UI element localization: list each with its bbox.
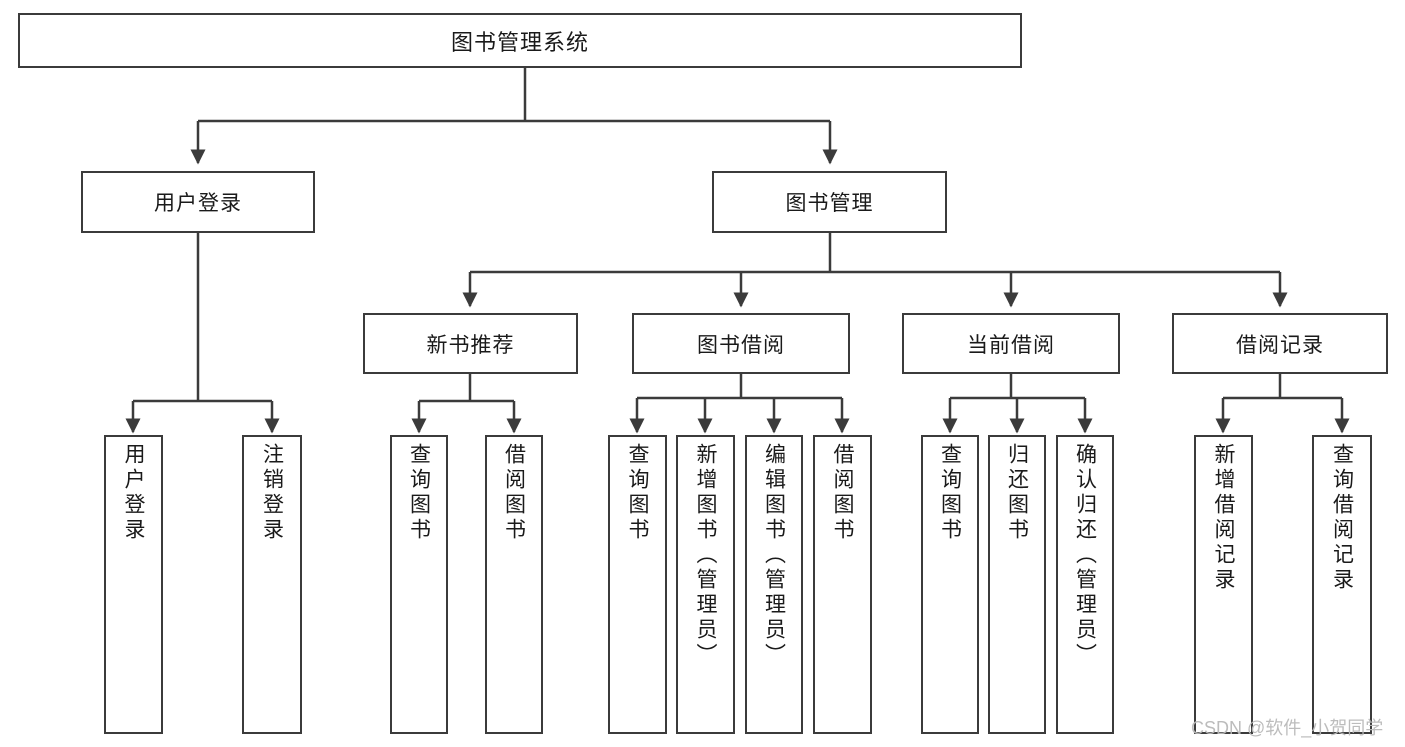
node-label: 归还图书	[1005, 443, 1029, 543]
node-label: 借阅记录	[1236, 333, 1324, 357]
node-label: 图书借阅	[697, 333, 785, 357]
leaf-add-borrow-record[interactable]: 新增借阅记录	[1194, 435, 1253, 734]
node-label: 新书推荐	[426, 333, 515, 357]
leaf-edit-book-admin[interactable]: 编辑图书（管理员）	[745, 435, 803, 734]
node-book-management[interactable]: 图书管理	[712, 171, 947, 233]
node-label: 查询图书	[938, 443, 962, 543]
leaf-add-book-admin[interactable]: 新增图书（管理员）	[676, 435, 735, 734]
leaf-return-book[interactable]: 归还图书	[988, 435, 1046, 734]
leaf-confirm-return-admin[interactable]: 确认归还（管理员）	[1056, 435, 1114, 734]
node-label: 用户登录	[154, 192, 242, 215]
node-label: 新增借阅记录	[1212, 443, 1235, 593]
node-root-system[interactable]: 图书管理系统	[18, 13, 1022, 68]
leaf-query-book-borrow[interactable]: 查询图书	[608, 435, 667, 734]
node-new-book-recommend[interactable]: 新书推荐	[363, 313, 578, 374]
node-current-borrow[interactable]: 当前借阅	[902, 313, 1120, 374]
node-label: 查询图书	[626, 443, 649, 543]
node-label: 借阅图书	[502, 443, 526, 543]
node-label: 查询图书	[407, 443, 431, 543]
node-label: 查询借阅记录	[1330, 443, 1354, 593]
leaf-query-book-current[interactable]: 查询图书	[921, 435, 979, 734]
node-label: 新增图书（管理员）	[694, 443, 717, 668]
node-label: 图书管理	[785, 192, 874, 215]
node-label: 确认归还（管理员）	[1073, 443, 1097, 668]
leaf-query-borrow-record[interactable]: 查询借阅记录	[1312, 435, 1372, 734]
csdn-watermark: CSDN @软件_小贺同学	[1191, 718, 1384, 738]
node-label: 当前借阅	[967, 333, 1055, 357]
node-book-borrow[interactable]: 图书借阅	[632, 313, 850, 374]
node-label: 用户登录	[122, 443, 145, 543]
node-user-login[interactable]: 用户登录	[81, 171, 315, 233]
node-borrow-record[interactable]: 借阅记录	[1172, 313, 1388, 374]
leaf-borrow-book[interactable]: 借阅图书	[813, 435, 872, 734]
node-label: 编辑图书（管理员）	[762, 443, 786, 668]
node-label: 图书管理系统	[450, 29, 589, 55]
leaf-user-login[interactable]: 用户登录	[104, 435, 163, 734]
node-label: 借阅图书	[831, 443, 854, 543]
leaf-borrow-book-recommend[interactable]: 借阅图书	[485, 435, 543, 734]
leaf-query-book-recommend[interactable]: 查询图书	[390, 435, 448, 734]
leaf-logout[interactable]: 注销登录	[242, 435, 302, 734]
node-label: 注销登录	[260, 443, 284, 543]
